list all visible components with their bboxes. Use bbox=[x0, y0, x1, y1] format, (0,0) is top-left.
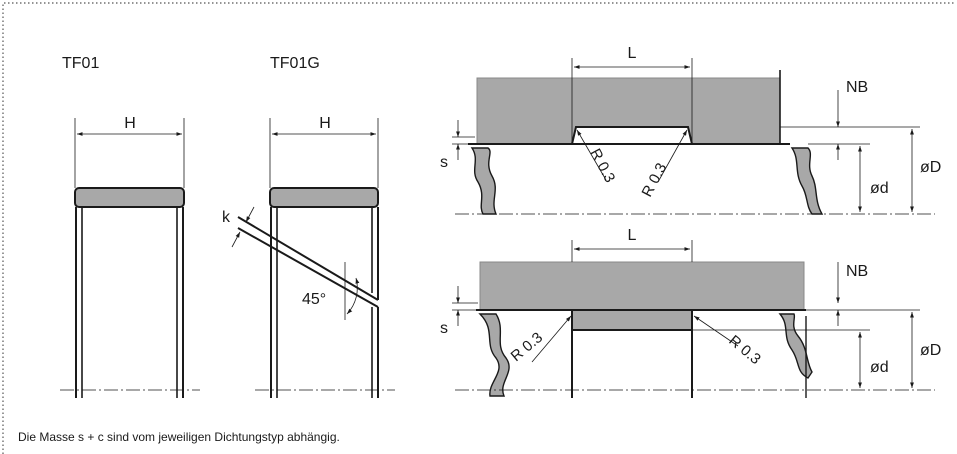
D-bottom-label: øD bbox=[920, 342, 941, 359]
k-label: k bbox=[222, 209, 231, 226]
tf01g-title: TF01G bbox=[270, 55, 320, 72]
top-assembly bbox=[452, 58, 935, 215]
s-bottom-label: s bbox=[440, 320, 448, 337]
r-top-right-label: R 0.3 bbox=[639, 160, 671, 200]
r-top-left-label: R 0.3 bbox=[586, 146, 618, 186]
tf01-title: TF01 bbox=[62, 55, 99, 72]
bottom-assembly bbox=[452, 240, 935, 398]
angle-label: 45° bbox=[302, 291, 326, 308]
l-bottom-label: L bbox=[628, 227, 637, 244]
l-top-label: L bbox=[628, 45, 637, 62]
D-top-label: øD bbox=[920, 159, 941, 176]
tf01g-drawing bbox=[231, 118, 395, 398]
nb-top-label: NB bbox=[846, 79, 868, 96]
tf01g-h-label: H bbox=[319, 115, 331, 132]
nb-bottom-label: NB bbox=[846, 263, 868, 280]
tf01-drawing bbox=[60, 118, 200, 398]
s-top-label: s bbox=[440, 154, 448, 171]
tf01-h-label: H bbox=[124, 115, 136, 132]
d-top-label: ød bbox=[870, 180, 889, 197]
r-bottom-left-label: R 0.3 bbox=[508, 329, 546, 365]
footnote: Die Masse s + c sind vom jeweiligen Dich… bbox=[18, 430, 340, 444]
r-bottom-right-label: R 0.3 bbox=[725, 332, 763, 368]
d-bottom-label: ød bbox=[870, 359, 889, 376]
